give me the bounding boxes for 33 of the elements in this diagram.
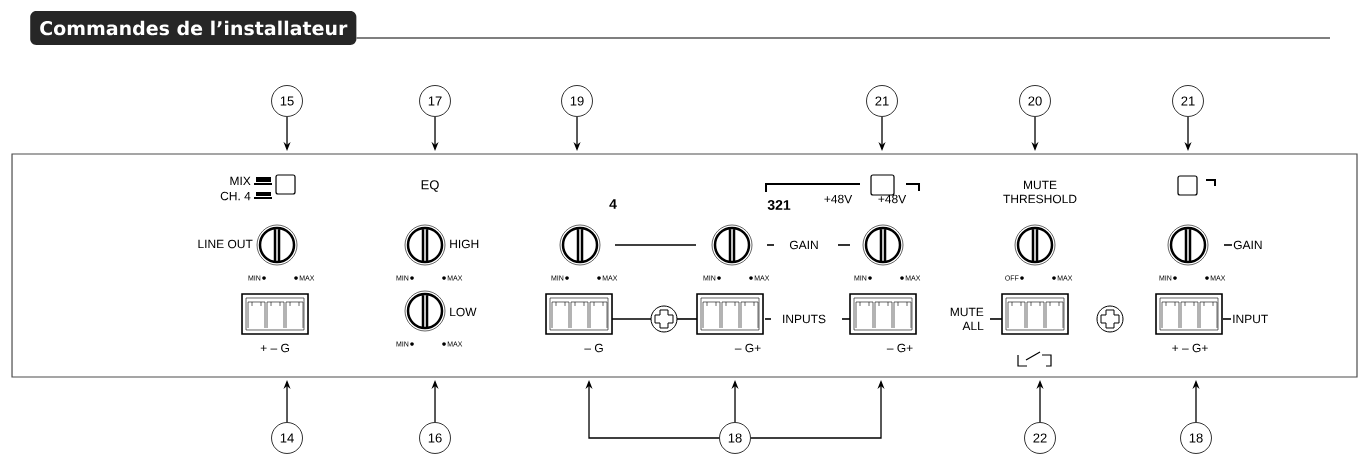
panel-label: GAIN bbox=[789, 240, 818, 250]
panel-label: GAIN bbox=[1233, 240, 1262, 250]
panel-label: – G+ bbox=[886, 343, 913, 353]
panel-label: + – G bbox=[260, 343, 289, 353]
callout-number: 16 bbox=[419, 422, 451, 454]
panel-label: INPUT bbox=[1233, 314, 1268, 324]
panel-label: – G+ bbox=[734, 343, 761, 353]
panel-label: 321 bbox=[767, 200, 791, 210]
callout-number: 19 bbox=[561, 85, 593, 117]
callout-number: 22 bbox=[1024, 422, 1056, 454]
panel-label: MIX bbox=[230, 176, 251, 186]
panel-label: LINE OUT bbox=[198, 239, 253, 249]
callout-number: 20 bbox=[1019, 85, 1051, 117]
callout-number: 18 bbox=[719, 422, 751, 454]
panel-label: CH. 4 bbox=[220, 191, 251, 201]
callout-number: 21 bbox=[866, 85, 898, 117]
callout-number: 21 bbox=[1172, 85, 1204, 117]
panel-label: +48V bbox=[878, 194, 907, 204]
title-tab: Commandes de l’installateur bbox=[30, 11, 357, 45]
panel-label: +48V bbox=[824, 194, 853, 204]
panel-label: INPUTS bbox=[783, 314, 826, 324]
callout-number: 17 bbox=[419, 85, 451, 117]
panel-label: EQ bbox=[421, 180, 439, 192]
panel-label: MUTE THRESHOLD bbox=[1003, 180, 1077, 204]
callout-number: 14 bbox=[271, 422, 303, 454]
panel-label: LOW bbox=[450, 307, 477, 317]
panel-label: MUTE ALL bbox=[950, 307, 984, 331]
panel-label: + – G+ bbox=[1172, 343, 1208, 353]
callout-number: 15 bbox=[271, 85, 303, 117]
panel-label: HIGH bbox=[450, 239, 479, 249]
callout-number: 18 bbox=[1180, 422, 1212, 454]
panel-label: 4 bbox=[609, 199, 617, 209]
panel-label: – G bbox=[584, 343, 603, 353]
